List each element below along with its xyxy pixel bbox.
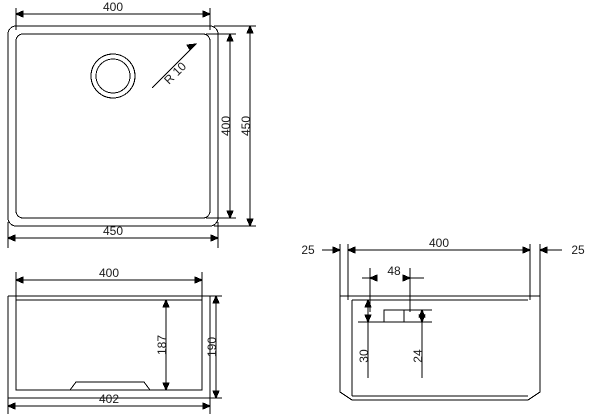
front-view-dim-400-top <box>14 272 204 300</box>
top-view-dim-400-top <box>14 8 212 30</box>
side-view-dim-25-left <box>322 244 342 300</box>
side-view-dim-30 <box>358 298 384 378</box>
label-side-25-right: 25 <box>571 243 585 257</box>
label-front-187: 187 <box>155 335 169 355</box>
top-view-dim-400-vertical <box>206 32 236 220</box>
overflow-rectangle <box>383 309 405 323</box>
label-side-48: 48 <box>387 264 401 278</box>
front-view-dim-190 <box>206 294 222 400</box>
label-side-30: 30 <box>357 349 371 363</box>
drain-outer-circle <box>90 53 136 99</box>
label-top-outer-450: 450 <box>239 116 253 136</box>
side-view-dim-400 <box>346 244 532 300</box>
top-view-dim-450-vertical <box>214 24 256 228</box>
label-top-inner-400: 400 <box>219 116 233 136</box>
label-front-402: 402 <box>99 392 119 406</box>
side-view-dim-24 <box>404 308 432 378</box>
top-view-geometry <box>7 25 219 227</box>
label-side-24: 24 <box>411 349 425 363</box>
front-view-geometry <box>7 295 211 399</box>
side-view-dim-25-right <box>538 244 562 300</box>
top-view-radius-leader <box>151 43 198 89</box>
label-radius: R 10 <box>161 59 189 87</box>
label-side-400: 400 <box>429 236 449 250</box>
top-view-dim-450-bottom <box>6 222 220 248</box>
drain-inner-circle <box>95 58 131 94</box>
label-front-190: 190 <box>205 337 219 357</box>
front-view-dim-402-bottom <box>6 394 212 414</box>
label-top-400: 400 <box>103 0 123 14</box>
label-side-25-left: 25 <box>301 243 315 257</box>
front-view-dim-187 <box>160 298 198 392</box>
label-top-450: 450 <box>103 224 123 238</box>
label-front-400: 400 <box>99 266 119 280</box>
